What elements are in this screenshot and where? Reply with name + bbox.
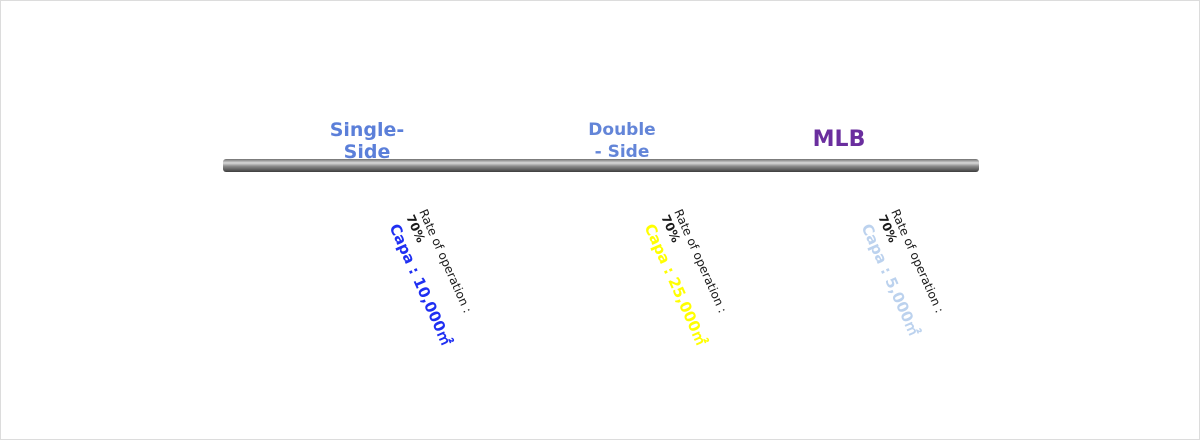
title-line-2: - Side [594,142,650,162]
item-title: Double - Side [567,119,677,163]
tag-front-highlight [428,327,485,358]
item-title: Single- Side [312,119,422,163]
disc-gloss [580,95,664,151]
title-line-1: Single- [329,119,405,141]
disc-gloss [797,95,881,151]
item-title: MLB [784,127,894,153]
disc-gloss [325,95,409,151]
title-line-2: Side [343,141,391,163]
tag-front-highlight [683,327,740,358]
title-line-1: MLB [812,127,866,152]
title-line-1: Double [588,120,656,140]
tag-front-highlight [900,327,957,358]
